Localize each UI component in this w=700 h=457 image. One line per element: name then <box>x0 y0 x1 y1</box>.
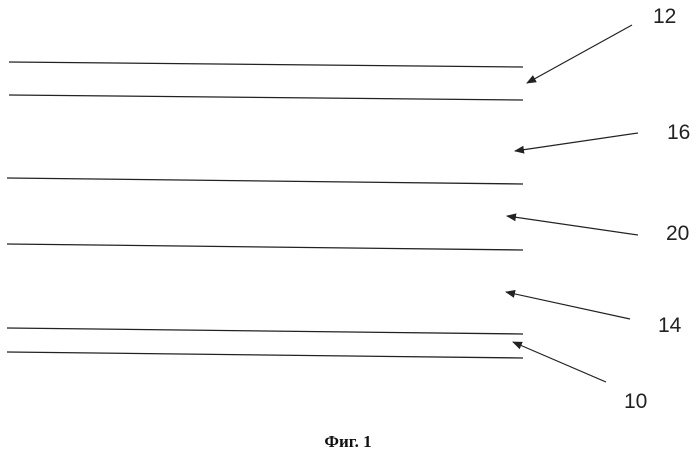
reference-label-12: 12 <box>653 5 676 28</box>
reference-label-10: 10 <box>624 390 647 413</box>
layer-line-2 <box>9 95 523 100</box>
arrow-14 <box>506 292 630 319</box>
layer-line-5 <box>7 328 523 334</box>
arrow-10 <box>513 342 606 382</box>
arrow-20 <box>507 216 638 235</box>
layer-line-4 <box>7 244 523 250</box>
leader-arrows <box>506 25 638 382</box>
layer-line-6 <box>7 352 523 358</box>
layer-line-3 <box>7 178 523 184</box>
layer-line-1 <box>9 62 523 67</box>
layer-lines <box>7 62 523 358</box>
arrow-16 <box>515 133 638 151</box>
reference-label-20: 20 <box>666 222 689 245</box>
reference-labels: 12 16 20 14 10 <box>624 5 690 413</box>
reference-label-16: 16 <box>667 121 690 144</box>
arrow-12 <box>527 25 632 83</box>
reference-label-14: 14 <box>658 314 682 337</box>
figure-caption: Фиг. 1 <box>0 432 698 452</box>
